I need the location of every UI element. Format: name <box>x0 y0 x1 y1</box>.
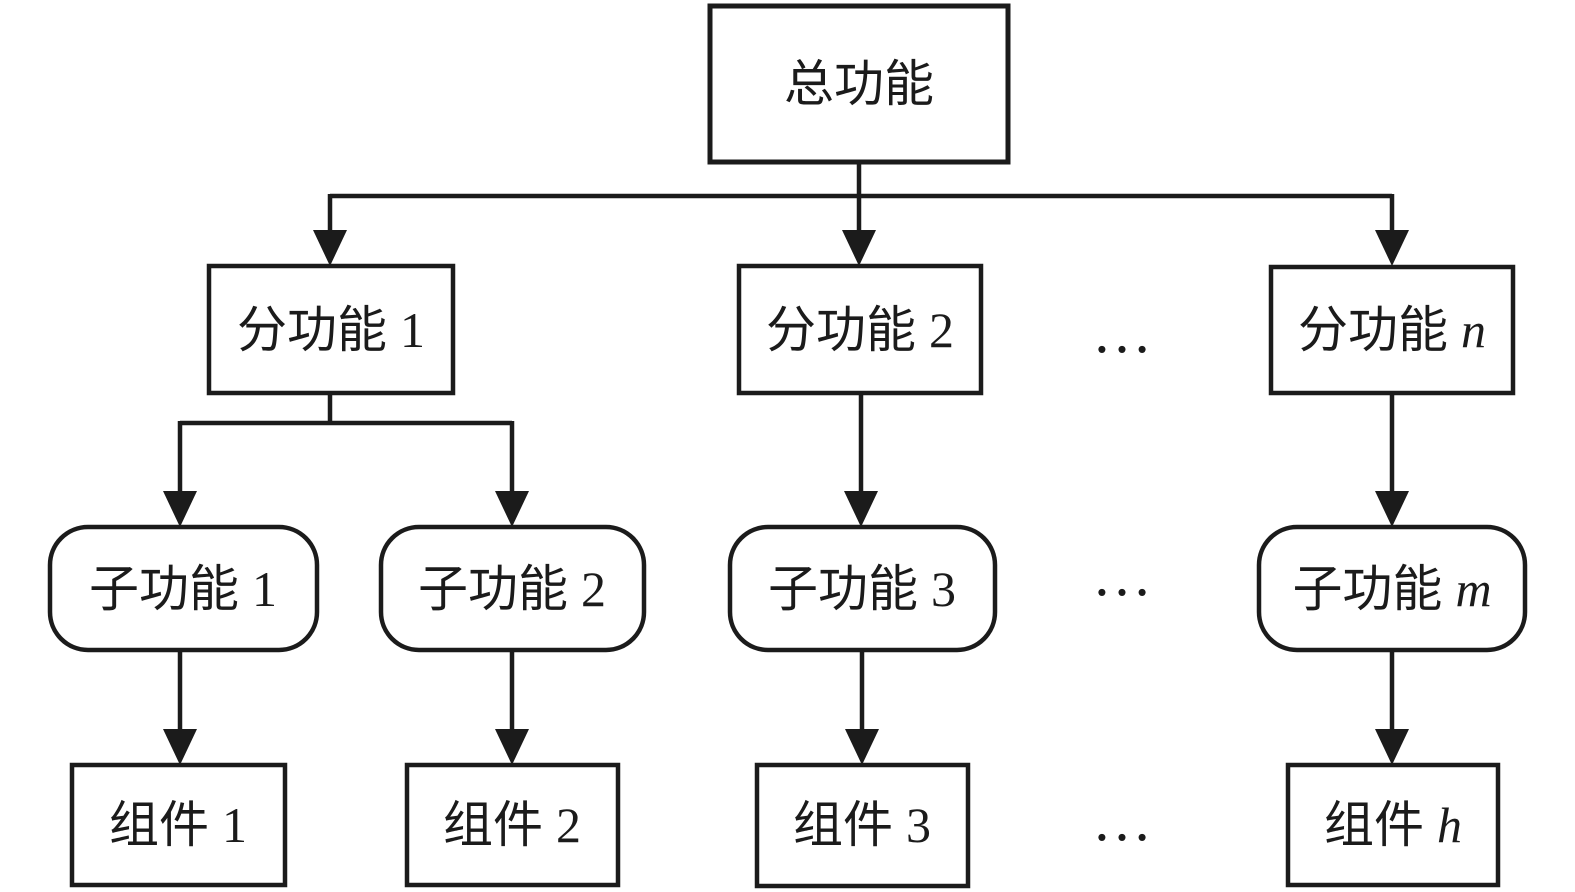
arrowhead-branch-1-icon <box>313 230 347 266</box>
arrowhead-comp-3-icon <box>845 729 879 765</box>
arrowhead-child-3-icon <box>844 491 878 527</box>
arrowhead-child-m-icon <box>1375 491 1409 527</box>
ellipsis-component-row: … <box>1092 787 1154 853</box>
node-child-function-m-box <box>1256 524 1528 653</box>
arrowhead-comp-1-icon <box>163 729 197 765</box>
arrowhead-comp-2-icon <box>495 729 529 765</box>
arrowhead-child-1-icon <box>163 491 197 527</box>
arrowhead-child-2-icon <box>495 491 529 527</box>
arrowhead-branch-n-icon <box>1375 230 1409 266</box>
node-component-h-box <box>1285 762 1501 888</box>
ellipsis-branch-row: … <box>1092 299 1154 365</box>
ellipsis-child-row: … <box>1092 542 1154 608</box>
node-child-function-3-box <box>727 524 998 653</box>
edges <box>163 162 1409 765</box>
arrowhead-comp-h-icon <box>1375 729 1409 765</box>
node-branch-function-1-box <box>206 263 456 396</box>
node-total-function: 总功能 <box>707 3 1011 165</box>
node-child-function-2-box <box>378 524 647 653</box>
node-total-function-box <box>707 3 1011 165</box>
node-branch-function-n-box <box>1268 264 1516 396</box>
node-component-3-box <box>754 762 971 889</box>
node-component-2-box <box>404 762 621 888</box>
node-total-function-label: 总功能 <box>784 56 934 112</box>
arrowhead-branch-2-icon <box>842 230 876 266</box>
node-component-1-box <box>69 762 288 888</box>
node-child-function-1-box <box>47 524 320 653</box>
node-branch-function-2-box <box>736 263 984 396</box>
